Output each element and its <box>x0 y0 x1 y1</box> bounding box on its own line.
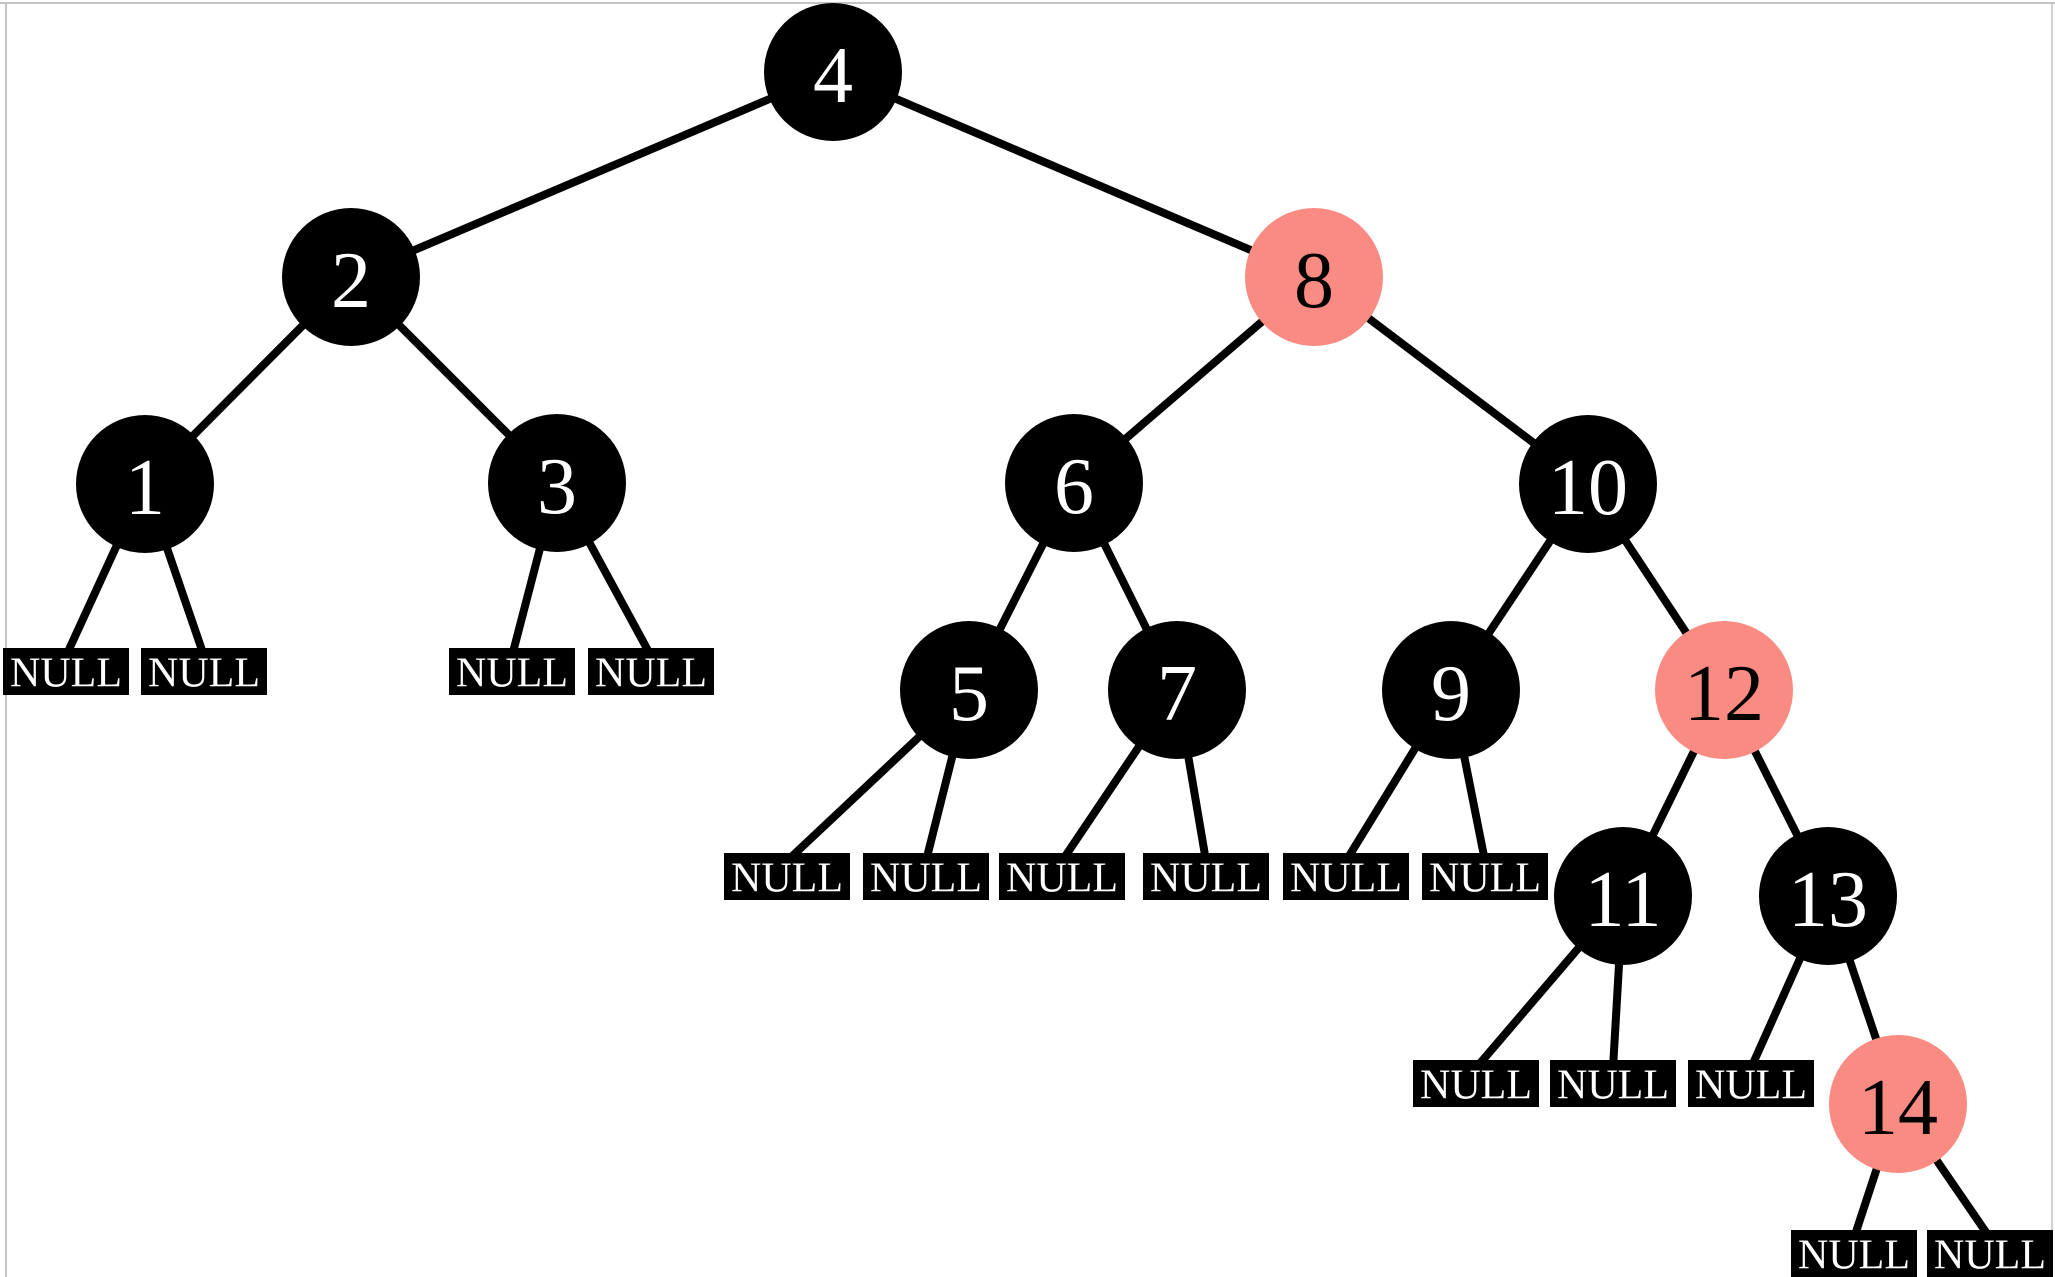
null-leaf-box-n0 <box>3 648 129 695</box>
tree-node-label-14: 14 <box>1858 1064 1938 1152</box>
null-leaf-box-n1 <box>141 648 267 695</box>
null-leaf-box-n7 <box>1143 853 1269 900</box>
tree-node-label-8: 8 <box>1294 237 1334 325</box>
null-leaf-box-n12 <box>1688 1060 1814 1107</box>
tree-node-9 <box>1382 621 1520 759</box>
tree-node-14 <box>1829 1035 1967 1173</box>
null-leaf-box-n6 <box>999 853 1125 900</box>
null-leaf-label-n11: NULL <box>1557 1063 1669 1109</box>
tree-node-3 <box>488 414 626 552</box>
null-leaf-label-n5: NULL <box>870 856 982 902</box>
tree-node-label-12: 12 <box>1684 650 1764 738</box>
null-leaf-box-n9 <box>1422 853 1548 900</box>
null-leaf-box-n13 <box>1791 1230 1917 1277</box>
tree-node-label-5: 5 <box>949 650 989 738</box>
null-leaf-label-n10: NULL <box>1420 1063 1532 1109</box>
tree-node-10 <box>1519 415 1657 553</box>
null-leaf-label-n6: NULL <box>1006 856 1118 902</box>
tree-node-label-11: 11 <box>1584 856 1661 944</box>
null-leaf-label-n9: NULL <box>1429 856 1541 902</box>
tree-node-2 <box>282 208 420 346</box>
null-leaf-label-n2: NULL <box>456 651 568 697</box>
tree-node-label-4: 4 <box>813 32 853 120</box>
null-leaf-box-n3 <box>588 648 714 695</box>
null-leaf-box-n14 <box>1927 1230 2053 1277</box>
tree-edge-4-2 <box>349 68 835 281</box>
tree-node-11 <box>1554 827 1692 965</box>
tree-node-label-6: 6 <box>1054 443 1094 531</box>
null-leaf-label-n12: NULL <box>1695 1063 1807 1109</box>
null-leaf-label-n8: NULL <box>1290 856 1402 902</box>
tree-node-label-3: 3 <box>537 443 577 531</box>
null-leaf-box-n5 <box>863 853 989 900</box>
tree-node-4 <box>764 3 902 141</box>
tree-node-5 <box>900 621 1038 759</box>
tree-node-12 <box>1655 621 1793 759</box>
null-leaf-box-n11 <box>1550 1060 1676 1107</box>
null-leaf-box-n10 <box>1413 1060 1539 1107</box>
null-leaf-box-n2 <box>449 648 575 695</box>
tree-node-label-13: 13 <box>1788 856 1868 944</box>
null-leaf-label-n4: NULL <box>731 856 843 902</box>
tree-node-label-10: 10 <box>1548 444 1628 532</box>
null-leaf-label-n3: NULL <box>595 651 707 697</box>
null-leaf-label-n1: NULL <box>148 651 260 697</box>
null-leaf-label-n13: NULL <box>1798 1233 1910 1277</box>
null-leaf-label-n0: NULL <box>10 651 122 697</box>
tree-node-label-7: 7 <box>1157 650 1197 738</box>
tree-node-1 <box>76 415 214 553</box>
tree-node-6 <box>1005 414 1143 552</box>
tree-node-label-9: 9 <box>1431 650 1471 738</box>
tree-node-label-2: 2 <box>331 237 371 325</box>
null-leaf-box-n4 <box>724 853 850 900</box>
tree-edge-4-8 <box>831 68 1316 281</box>
null-leaf-label-n14: NULL <box>1934 1233 2046 1277</box>
null-leaf-box-n8 <box>1283 853 1409 900</box>
tree-node-8 <box>1245 208 1383 346</box>
tree-node-label-1: 1 <box>125 444 165 532</box>
tree-node-13 <box>1759 827 1897 965</box>
tree-node-7 <box>1108 621 1246 759</box>
null-leaf-label-n7: NULL <box>1150 856 1262 902</box>
